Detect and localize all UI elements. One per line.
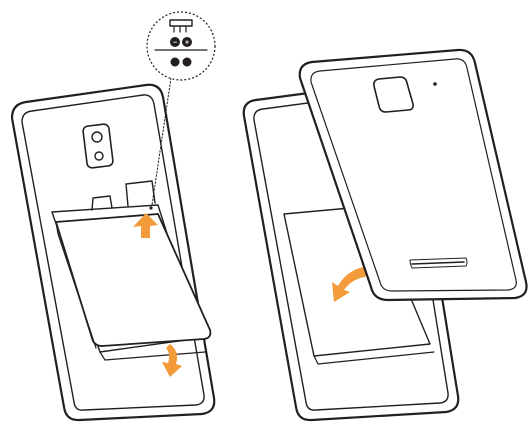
arrow-curved-down-icon [332, 266, 370, 302]
battery-contact-left [171, 58, 180, 67]
left-flash [95, 152, 103, 160]
left-sim-slot [126, 181, 155, 206]
right-phone-cover [244, 50, 527, 420]
left-contact-dot [149, 206, 152, 209]
positive-sign: + [185, 40, 189, 47]
zoom-circle [147, 12, 215, 80]
battery-contact-right [183, 58, 192, 67]
back-cover [300, 50, 527, 300]
arrow-curved-down-icon [162, 344, 182, 377]
left-camera-module [83, 124, 114, 169]
cover-mic-hole [433, 82, 437, 86]
contacts-zoom-callout: − + [147, 12, 215, 80]
left-phone-open [12, 85, 214, 420]
negative-sign: − [173, 40, 177, 47]
left-camera-lens [92, 132, 102, 142]
left-compartment-bottom [100, 352, 205, 360]
